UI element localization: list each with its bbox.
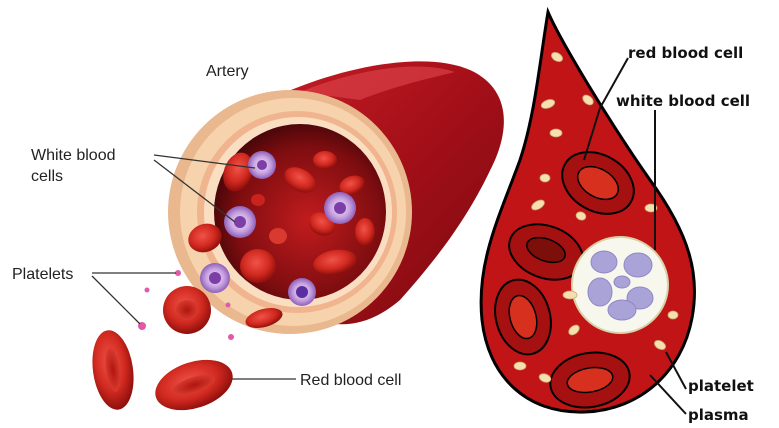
- artery-label: Artery: [206, 63, 249, 80]
- platelet-drop-label: platelet: [688, 377, 754, 395]
- white-blood-cell-drop-label: white blood cell: [616, 92, 750, 110]
- white-blood-cells-label-line2: cells: [31, 168, 63, 185]
- artery-illustration: Artery White blood cells Platelets Red b…: [12, 61, 504, 419]
- white-blood-cells-label-line1: White blood: [31, 147, 116, 164]
- drop-white-blood-cell: [572, 237, 668, 333]
- blood-drop-illustration: red blood cell white blood cell platelet…: [481, 12, 754, 424]
- red-blood-cell-label: Red blood cell: [300, 372, 401, 389]
- platelets-label: Platelets: [12, 266, 73, 283]
- platelets-leader-2: [92, 276, 140, 324]
- plasma-drop-label: plasma: [688, 406, 749, 424]
- red-blood-cell-drop-label: red blood cell: [628, 44, 743, 62]
